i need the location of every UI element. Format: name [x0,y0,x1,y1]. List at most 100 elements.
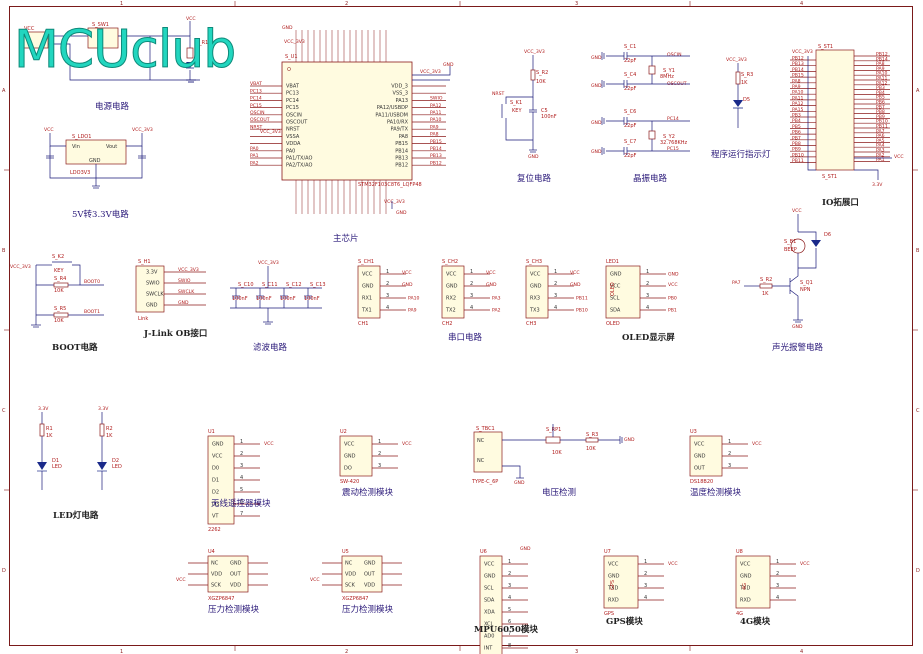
connector-pin-label: VCC [212,454,223,460]
mcu-right-net: PA10 [430,117,442,123]
led-supply: 3.3V [38,406,49,412]
connector-pin-number: 1 [470,269,473,275]
crystal-c2-val: 22pF [624,86,637,92]
voltage-pin-2: NC [477,458,485,464]
filter-cap-val: 100nF [256,296,272,302]
io-v33-net: 3.3V [872,182,883,188]
jlink-pin-label: GND [146,303,158,309]
connector-net: PB1 [668,308,677,314]
mcu-right-net: PB12 [430,160,442,166]
svg-text:2: 2 [345,1,348,7]
connector-part: SW-420 [340,479,359,485]
io-right-net: PB4 [876,90,885,96]
led-d-ref: D2 [112,458,119,464]
connector-part: OLED [606,321,620,327]
connector-pin-label: RX3 [530,296,540,302]
io-right-net: PA7 [876,128,885,134]
connector-pin-label: D0 [212,466,219,472]
connector-part: CH2 [442,321,452,327]
mcu-left-pins: VBATVBATPC13PC13PC14PC14PC15PC15OSCINOSC… [250,81,312,169]
connector-pin-number: 2 [386,281,389,287]
caption-led: LED灯电路 [53,511,99,521]
connector-pin-number: 5 [240,487,243,493]
pressure-pin-left: NC [345,561,353,567]
mcu-right-net: PA9 [430,124,439,130]
connector-body [603,555,639,609]
svg-text:D: D [916,568,920,574]
connector-pin-label: SDA [484,598,495,604]
caption-crystal: 晶振电路 [633,174,668,184]
mcu-right-net: PB14 [430,146,442,152]
caption-pressure-2: 压力检测模块 [342,605,394,615]
connector-pin-label: GND [212,442,224,448]
oled-vcc-net: VCC [668,282,678,288]
mcu-left-pin: OSCOUT [286,120,308,126]
io-right-net: PB14 [876,56,888,62]
connector-pin-label: VCC [446,272,457,278]
caption-mpu: MPU6050模块 [474,625,538,635]
connector-net: PB10 [576,308,588,314]
io-left-net: PB5 [792,124,801,130]
connector-pin-number: 2 [508,571,511,577]
caption-alarm: 声光报警电路 [772,343,824,353]
mcu-right-gnd: GND [443,62,454,68]
connector-pin-number: 3 [508,583,511,589]
io-ref: S_ST1 [818,44,833,50]
connector-pin-label: SCL [484,586,494,592]
caption-wireless: 无线遥控器模块 [211,499,271,509]
mcu-left-pin: PA2/TX/AO [286,163,312,169]
mcu-left-pin: PC14 [286,98,299,104]
reset-key-ref: S_K1 [510,100,522,106]
mcu-left-pin: NRST [286,127,300,133]
connector-pin-label: VCC [484,562,495,568]
mcu-right-pin: PB14 [395,148,408,154]
io-left-net: PA10 [792,90,804,96]
alarm-q-ref: S_Q1 [800,280,813,286]
connector-part: CH3 [526,321,536,327]
mcu-chip: S_U1 STM32F103C8T6_LQFP48 VCC_3V3 VCC_3V… [250,25,454,216]
connector-pin-number: 3 [554,293,557,299]
connector-pin-number: 2 [470,281,473,287]
reset-c-ref: C5 [541,108,548,114]
connector-pin-number: 1 [508,559,511,565]
oled-name: OLED [610,282,616,296]
crystal-y2-val: 32.768KHz [660,140,688,146]
voltage-rp-ref: S_RP1 [546,427,561,433]
alarm-circuit: VCC S_B1 BEEP D6 PA7 S_R2 1K S_Q1 NPN GN… [732,208,831,330]
voltage-gnd-2: GND [514,480,525,486]
io-left-net: PA8 [792,78,801,84]
crystal-c3-ref: S_C6 [624,109,636,115]
io-left-net: PB3 [792,113,801,119]
mcu-left-pin: PA0 [286,148,295,154]
connector-pin-number: 8 [508,643,511,649]
pressure-pin-left: SCK [211,583,222,589]
voltage-r-ref: S_R3 [586,432,598,438]
crystal-c4-val: 22pF [624,153,637,159]
prog-led-d-ref: D5 [743,97,750,103]
mcu-right-net: PA8 [430,132,439,138]
connector-pin-number: 4 [470,305,473,311]
caption-4g: 4G模块 [740,617,771,627]
pressure-pin-right: VDD [364,583,375,589]
crystal-c1-val: 22pF [624,58,637,64]
alarm-r-val: 1K [762,291,769,297]
io-right-net: PB9 [876,114,885,120]
program-led-circuit: VCC_3V3 S_R3 1K D5 [726,57,753,128]
jlink-net-label: SWIO [178,278,191,284]
connector-pin-label: D2 [212,490,219,496]
connector-pin-number: 3 [644,583,647,589]
ldo-vcc-net: VCC [44,127,54,133]
io-right-net: PA8 [876,61,885,67]
mcu-right-pin: PA8 [399,134,408,140]
connector-pin-label: GND [740,574,752,580]
jlink-net-label: GND [178,300,189,306]
io-right-net: PB12 [876,52,888,58]
svg-text:1: 1 [120,1,123,7]
io-vcc-right: VCC [894,154,904,160]
voltage-part: TYPE-C_6P [471,479,498,485]
